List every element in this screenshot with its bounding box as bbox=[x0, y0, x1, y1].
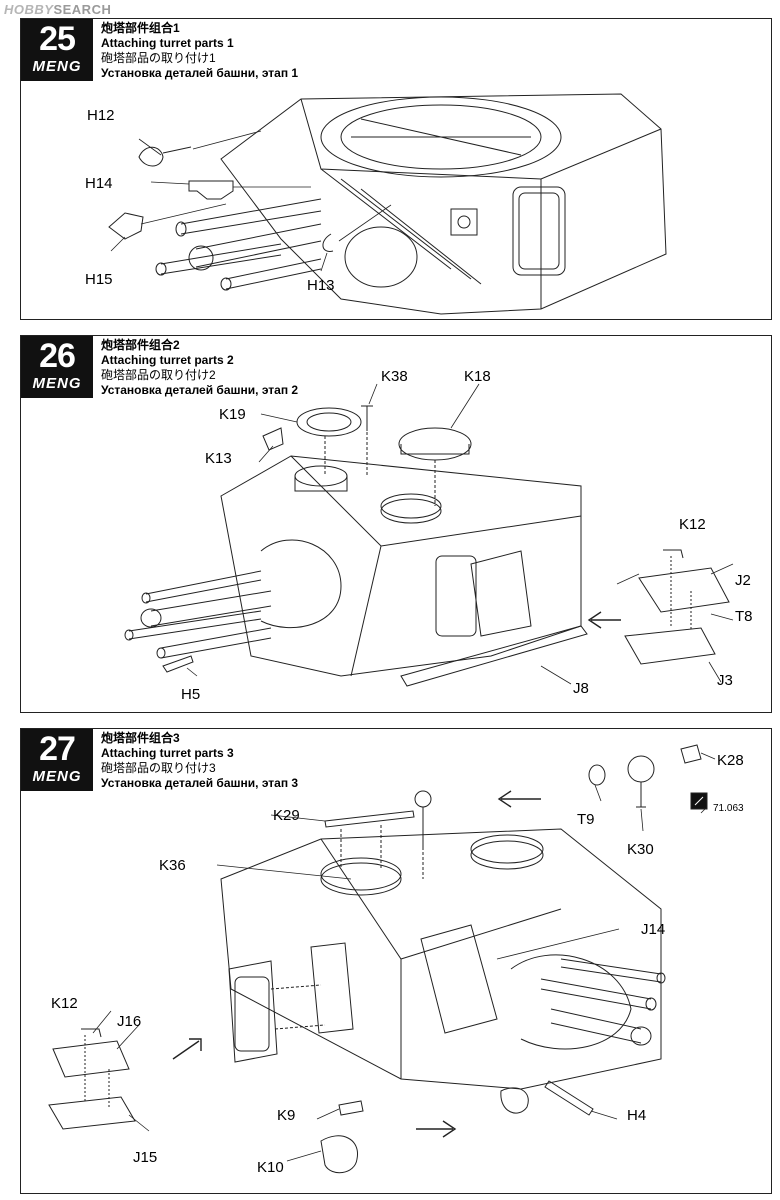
part-label: K12 bbox=[51, 995, 78, 1012]
part-label: K9 bbox=[277, 1107, 296, 1124]
step-badge: 25 MENG bbox=[21, 19, 93, 81]
part-label: J3 bbox=[717, 672, 733, 689]
part-label: K18 bbox=[464, 368, 491, 385]
title-chinese: 炮塔部件组合3 bbox=[101, 731, 180, 745]
part-label: J15 bbox=[133, 1149, 158, 1166]
step-badge: 26 MENG bbox=[21, 336, 93, 398]
title-chinese: 炮塔部件组合1 bbox=[101, 21, 180, 35]
part-label: K12 bbox=[679, 516, 706, 533]
part-label: K28 bbox=[717, 752, 744, 769]
title-english: Attaching turret parts 1 bbox=[101, 36, 234, 50]
part-label: H15 bbox=[85, 271, 113, 288]
part-label: H14 bbox=[85, 175, 113, 192]
turret-diagram-27 bbox=[48, 744, 716, 1174]
part-label: J8 bbox=[573, 680, 589, 697]
part-label: J14 bbox=[641, 921, 666, 938]
part-label: K19 bbox=[219, 406, 246, 423]
part-label: K38 bbox=[381, 368, 408, 385]
title-english: Attaching turret parts 3 bbox=[101, 746, 234, 760]
step-titles: 炮塔部件组合3 Attaching turret parts 3 砲塔部品の取り… bbox=[101, 731, 298, 791]
part-label: H13 bbox=[307, 277, 335, 294]
turret-diagram-25 bbox=[108, 93, 667, 315]
part-label: K30 bbox=[627, 841, 654, 858]
step-27-panel: 27 MENG 炮塔部件组合3 Attaching turret parts 3… bbox=[20, 728, 772, 1194]
title-chinese: 炮塔部件组合2 bbox=[101, 338, 180, 352]
step-badge: 27 MENG bbox=[21, 729, 93, 791]
title-russian: Установка деталей башни, этап 1 bbox=[101, 66, 299, 80]
step-titles: 炮塔部件组合1 Attaching turret parts 1 砲塔部品の取り… bbox=[101, 21, 298, 81]
title-english: Attaching turret parts 2 bbox=[101, 353, 234, 367]
title-russian: Установка деталей башни, этап 3 bbox=[101, 776, 299, 790]
step-number: 27 bbox=[39, 730, 76, 768]
step-titles: 炮塔部件组合2 Attaching turret parts 2 砲塔部品の取り… bbox=[101, 338, 298, 398]
step-26-panel: 26 MENG 炮塔部件组合2 Attaching turret parts 2… bbox=[20, 335, 772, 713]
title-japanese: 砲塔部品の取り付け3 bbox=[101, 761, 216, 775]
part-label: T8 bbox=[735, 608, 753, 625]
part-label: K36 bbox=[159, 857, 186, 874]
part-label: H5 bbox=[181, 686, 201, 703]
title-japanese: 砲塔部品の取り付け1 bbox=[101, 51, 216, 65]
title-russian: Установка деталей башни, этап 2 bbox=[101, 383, 299, 397]
part-label: K29 bbox=[273, 807, 300, 824]
part-label: K10 bbox=[257, 1159, 284, 1176]
brand-label: MENG bbox=[32, 58, 82, 75]
brand-label: MENG bbox=[32, 768, 82, 785]
part-label: H12 bbox=[87, 107, 115, 124]
part-label: H4 bbox=[627, 1107, 647, 1124]
part-label: T9 bbox=[577, 811, 595, 828]
part-label: J16 bbox=[117, 1013, 142, 1030]
brand-label: MENG bbox=[32, 375, 82, 392]
step-number: 26 bbox=[39, 337, 76, 375]
title-japanese: 砲塔部品の取り付け2 bbox=[101, 368, 216, 382]
part-label: J2 bbox=[735, 572, 751, 589]
step-25-panel: 25 MENG 炮塔部件组合1 Attaching turret parts 1… bbox=[20, 18, 772, 320]
step-number: 25 bbox=[39, 20, 76, 58]
part-label: K13 bbox=[205, 450, 232, 467]
hobbysearch-watermark: HOBBYSEARCH bbox=[4, 2, 112, 17]
turret-diagram-26 bbox=[124, 383, 734, 687]
paint-code: 71.063 bbox=[713, 803, 744, 814]
